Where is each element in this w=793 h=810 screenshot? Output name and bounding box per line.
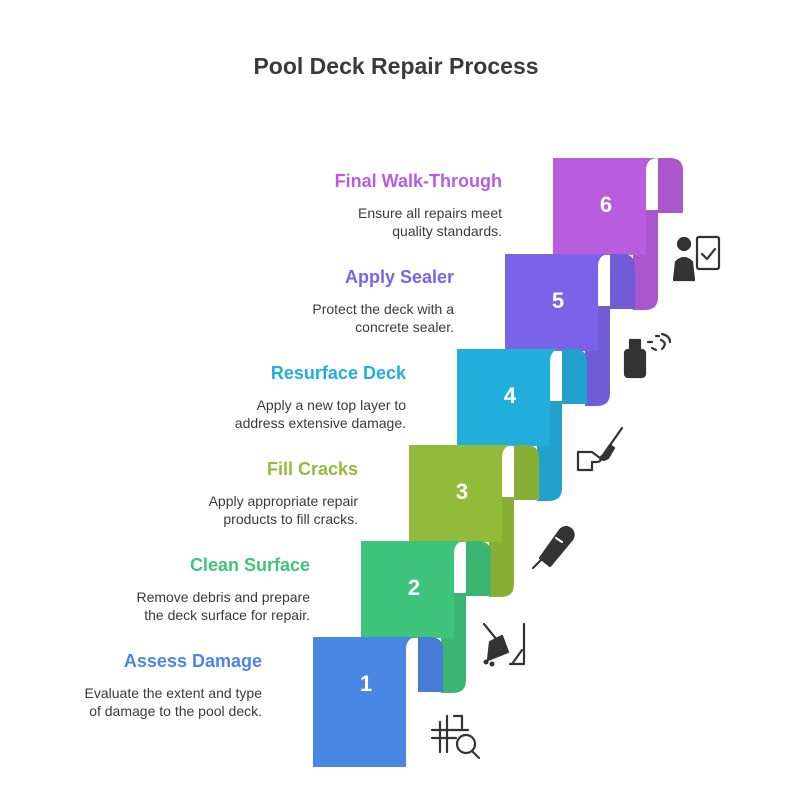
step-4-curl — [562, 349, 587, 404]
step-5-desc-line1: Protect the deck with a — [312, 301, 454, 317]
step-5: 5 Apply Sealer Protect the deck with a c… — [312, 254, 672, 406]
step-2-desc-line2: the deck surface for repair. — [144, 607, 310, 623]
step-3-panel — [409, 445, 514, 542]
step-6-panel — [553, 158, 658, 255]
broom-icon — [482, 622, 526, 667]
step-5-panel — [505, 254, 610, 351]
step-4-number: 4 — [504, 383, 517, 408]
step-5-number: 5 — [552, 288, 564, 313]
step-4-title: Resurface Deck — [271, 363, 407, 383]
step-1-desc-line1: Evaluate the extent and type — [85, 685, 263, 701]
step-1-desc-line2: of damage to the pool deck. — [89, 703, 262, 719]
step-6-curl — [658, 158, 683, 213]
step-6: 6 Final Walk-Through Ensure all repairs … — [335, 158, 721, 310]
step-2-desc-line1: Remove debris and prepare — [136, 589, 310, 605]
step-3-desc-line2: products to fill cracks. — [223, 511, 358, 527]
step-3-curl — [514, 445, 539, 500]
step-1-panel — [313, 637, 418, 767]
caulk-tube-icon — [531, 525, 575, 570]
step-3-title: Fill Cracks — [267, 459, 358, 479]
step-5-curl — [610, 254, 635, 309]
step-2-curl — [466, 541, 491, 596]
step-3: 3 Fill Cracks Apply appropriate repair p… — [209, 445, 575, 597]
step-6-title: Final Walk-Through — [335, 171, 502, 191]
step-4-desc-line2: address extensive damage. — [235, 415, 406, 431]
spray-can-icon — [623, 332, 672, 379]
step-1: 1 Assess Damage Evaluate the extent and … — [85, 637, 481, 767]
paint-brush-hand-icon — [576, 426, 624, 472]
step-6-desc-line1: Ensure all repairs meet — [358, 205, 502, 221]
step-1-number: 1 — [360, 671, 372, 696]
step-5-desc-line2: concrete sealer. — [355, 319, 454, 335]
step-1-title: Assess Damage — [124, 651, 262, 671]
step-2: 2 Clean Surface Remove debris and prepar… — [136, 541, 526, 693]
diagram-title: Pool Deck Repair Process — [253, 53, 538, 79]
step-6-desc-line2: quality standards. — [392, 223, 502, 239]
step-4-desc-line1: Apply a new top layer to — [257, 397, 407, 413]
step-3-desc-line1: Apply appropriate repair — [209, 493, 359, 509]
blueprint-search-icon — [430, 714, 481, 760]
step-4: 4 Resurface Deck Apply a new top layer t… — [235, 349, 624, 501]
step-2-number: 2 — [408, 575, 420, 600]
step-6-number: 6 — [600, 192, 612, 217]
inspector-check-icon — [672, 235, 721, 282]
step-5-title: Apply Sealer — [345, 267, 454, 287]
step-3-number: 3 — [456, 479, 468, 504]
step-4-panel — [457, 349, 562, 446]
step-1-curl — [418, 637, 443, 692]
step-2-title: Clean Surface — [190, 555, 310, 575]
step-2-panel — [361, 541, 466, 638]
